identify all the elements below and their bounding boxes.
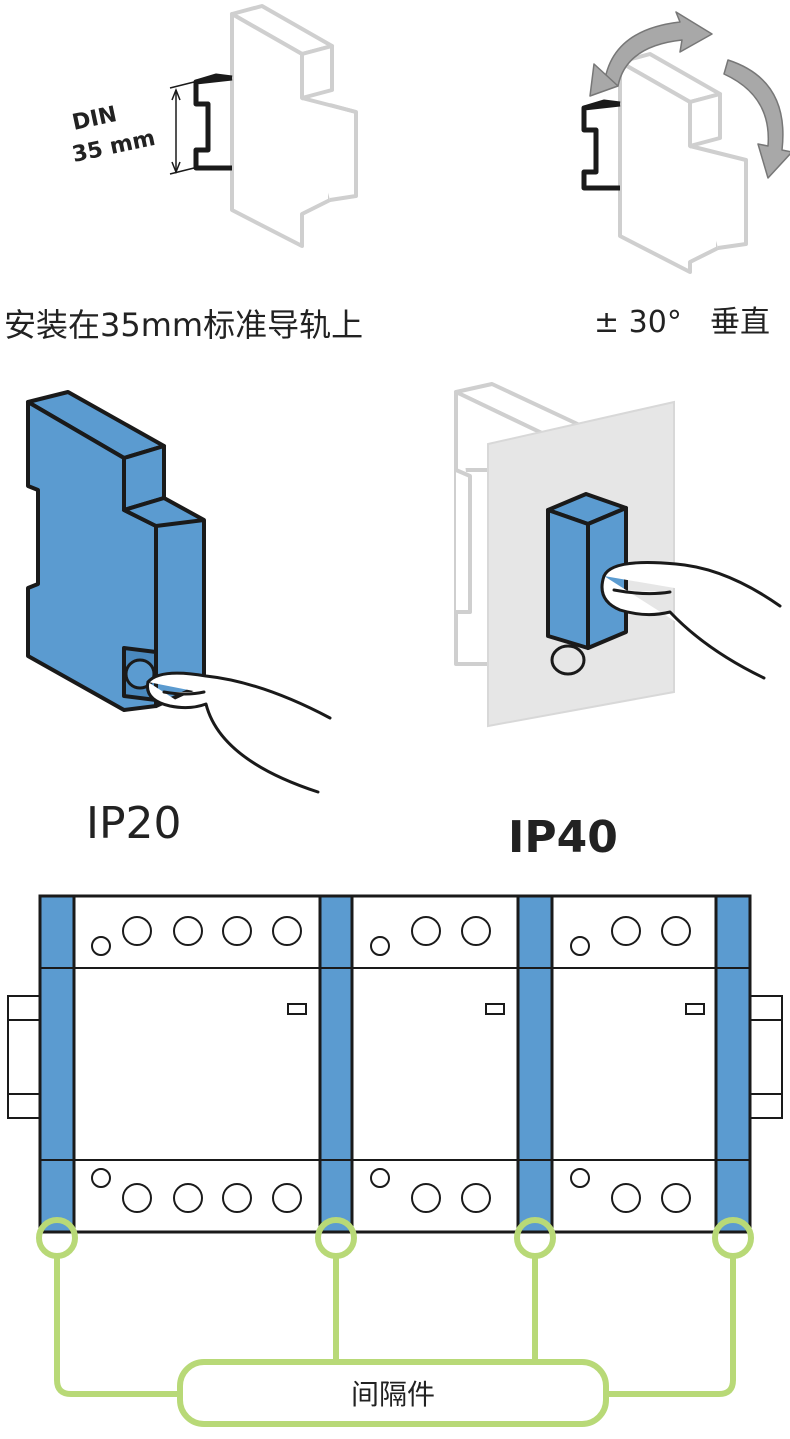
tilted-device-icon [618, 52, 748, 274]
spacer-strip-1 [38, 894, 76, 1234]
din-label: DIN [70, 102, 119, 136]
din-mount-caption: 安装在35mm标准导轨上 [4, 306, 363, 344]
din-mount-panel: DIN 35 mm 安装在35mm标准导轨上 [4, 4, 363, 344]
spacer-callout-lines [54, 1253, 736, 1397]
spacer-strip-4 [714, 894, 752, 1234]
rail-end-left [7, 995, 41, 1119]
module-2p-a [350, 894, 520, 1234]
ip40-label: IP40 [508, 812, 618, 863]
din-rail-clip-icon [193, 73, 233, 171]
module-4p [72, 894, 322, 1234]
rotation-arrows-icon [589, 11, 790, 179]
tilt-orientation-label: 垂直 [710, 305, 770, 340]
spacer-strip-2 [318, 894, 354, 1234]
tilt-angle-label: ± 30° [594, 305, 682, 340]
dimension-bracket [169, 81, 195, 175]
spacer-strips [38, 894, 752, 1234]
spacer-strip-3 [516, 894, 554, 1234]
spacer-panel: 间隔件 [7, 894, 783, 1427]
spacer-callout-circles [36, 1217, 754, 1259]
module-2p-b [550, 894, 718, 1234]
din-rail-device-icon [230, 4, 358, 248]
ip40-panel: IP40 [454, 382, 782, 863]
ip20-device-icon [26, 390, 206, 712]
ip20-label: IP20 [86, 798, 182, 849]
ip40-ring [550, 644, 586, 676]
ip40-finger-press-icon [600, 561, 782, 680]
finger-press-icon [145, 671, 332, 794]
rail-end-right [749, 995, 783, 1119]
ip20-panel: IP20 [26, 390, 332, 849]
tilt-panel: ± 30° 垂直 [581, 11, 790, 340]
spacer-label: 间隔件 [351, 1378, 435, 1411]
tilted-rail-clip-icon [581, 99, 621, 191]
spacer-label-box [177, 1359, 609, 1427]
